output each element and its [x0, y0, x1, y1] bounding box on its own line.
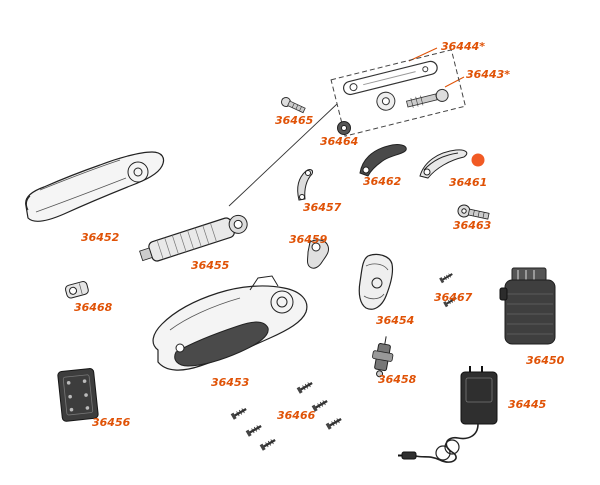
part-label-36444[interactable]: 36444*: [441, 40, 486, 53]
part-label-36443[interactable]: 36443*: [466, 68, 511, 81]
part-label-36455[interactable]: 36455: [191, 259, 230, 272]
part-label-36452[interactable]: 36452: [81, 231, 120, 244]
part-36445-drawing: [398, 366, 498, 463]
leader-lines: [228, 47, 465, 207]
part-36450-drawing: [499, 267, 556, 345]
part-36458-drawing: [372, 336, 394, 378]
part-label-36458[interactable]: 36458: [378, 373, 417, 386]
part-label-36467[interactable]: 36467: [434, 291, 473, 304]
part-36454-drawing: [358, 253, 394, 310]
part-label-36445[interactable]: 36445: [508, 398, 547, 411]
part-36444-36443-assembly-drawing: [330, 49, 467, 137]
part-label-36462[interactable]: 36462: [363, 175, 402, 188]
part-label-36461[interactable]: 36461: [449, 176, 488, 189]
part-label-36463[interactable]: 36463: [453, 219, 492, 232]
part-36462-drawing: [359, 144, 407, 177]
part-label-36465[interactable]: 36465: [275, 114, 314, 127]
part-label-36457[interactable]: 36457: [303, 201, 342, 214]
part-36461-drawing: [419, 149, 468, 179]
part-label-36466[interactable]: 36466: [277, 409, 316, 422]
part-36464-drawing: [337, 121, 351, 135]
part-label-36468[interactable]: 36468: [74, 301, 113, 314]
part-36453-drawing: [152, 275, 308, 371]
part-label-36456[interactable]: 36456: [92, 416, 131, 429]
part-label-36454[interactable]: 36454: [376, 314, 415, 327]
part-36459-drawing: [307, 239, 329, 269]
part-36468-drawing: [64, 281, 89, 299]
part-36456-drawing: [57, 368, 99, 422]
part-36463-drawing: [457, 204, 490, 220]
selected-part-marker-dot: [471, 153, 485, 167]
part-36455-drawing: [139, 214, 248, 262]
part-label-36464[interactable]: 36464: [320, 135, 359, 148]
part-label-36459[interactable]: 36459: [289, 233, 328, 246]
part-label-36453[interactable]: 36453: [211, 376, 250, 389]
part-label-36450[interactable]: 36450: [526, 354, 565, 367]
part-36457-drawing: [297, 169, 313, 201]
part-36465-drawing: [281, 97, 306, 114]
part-36452-drawing: [25, 151, 165, 222]
